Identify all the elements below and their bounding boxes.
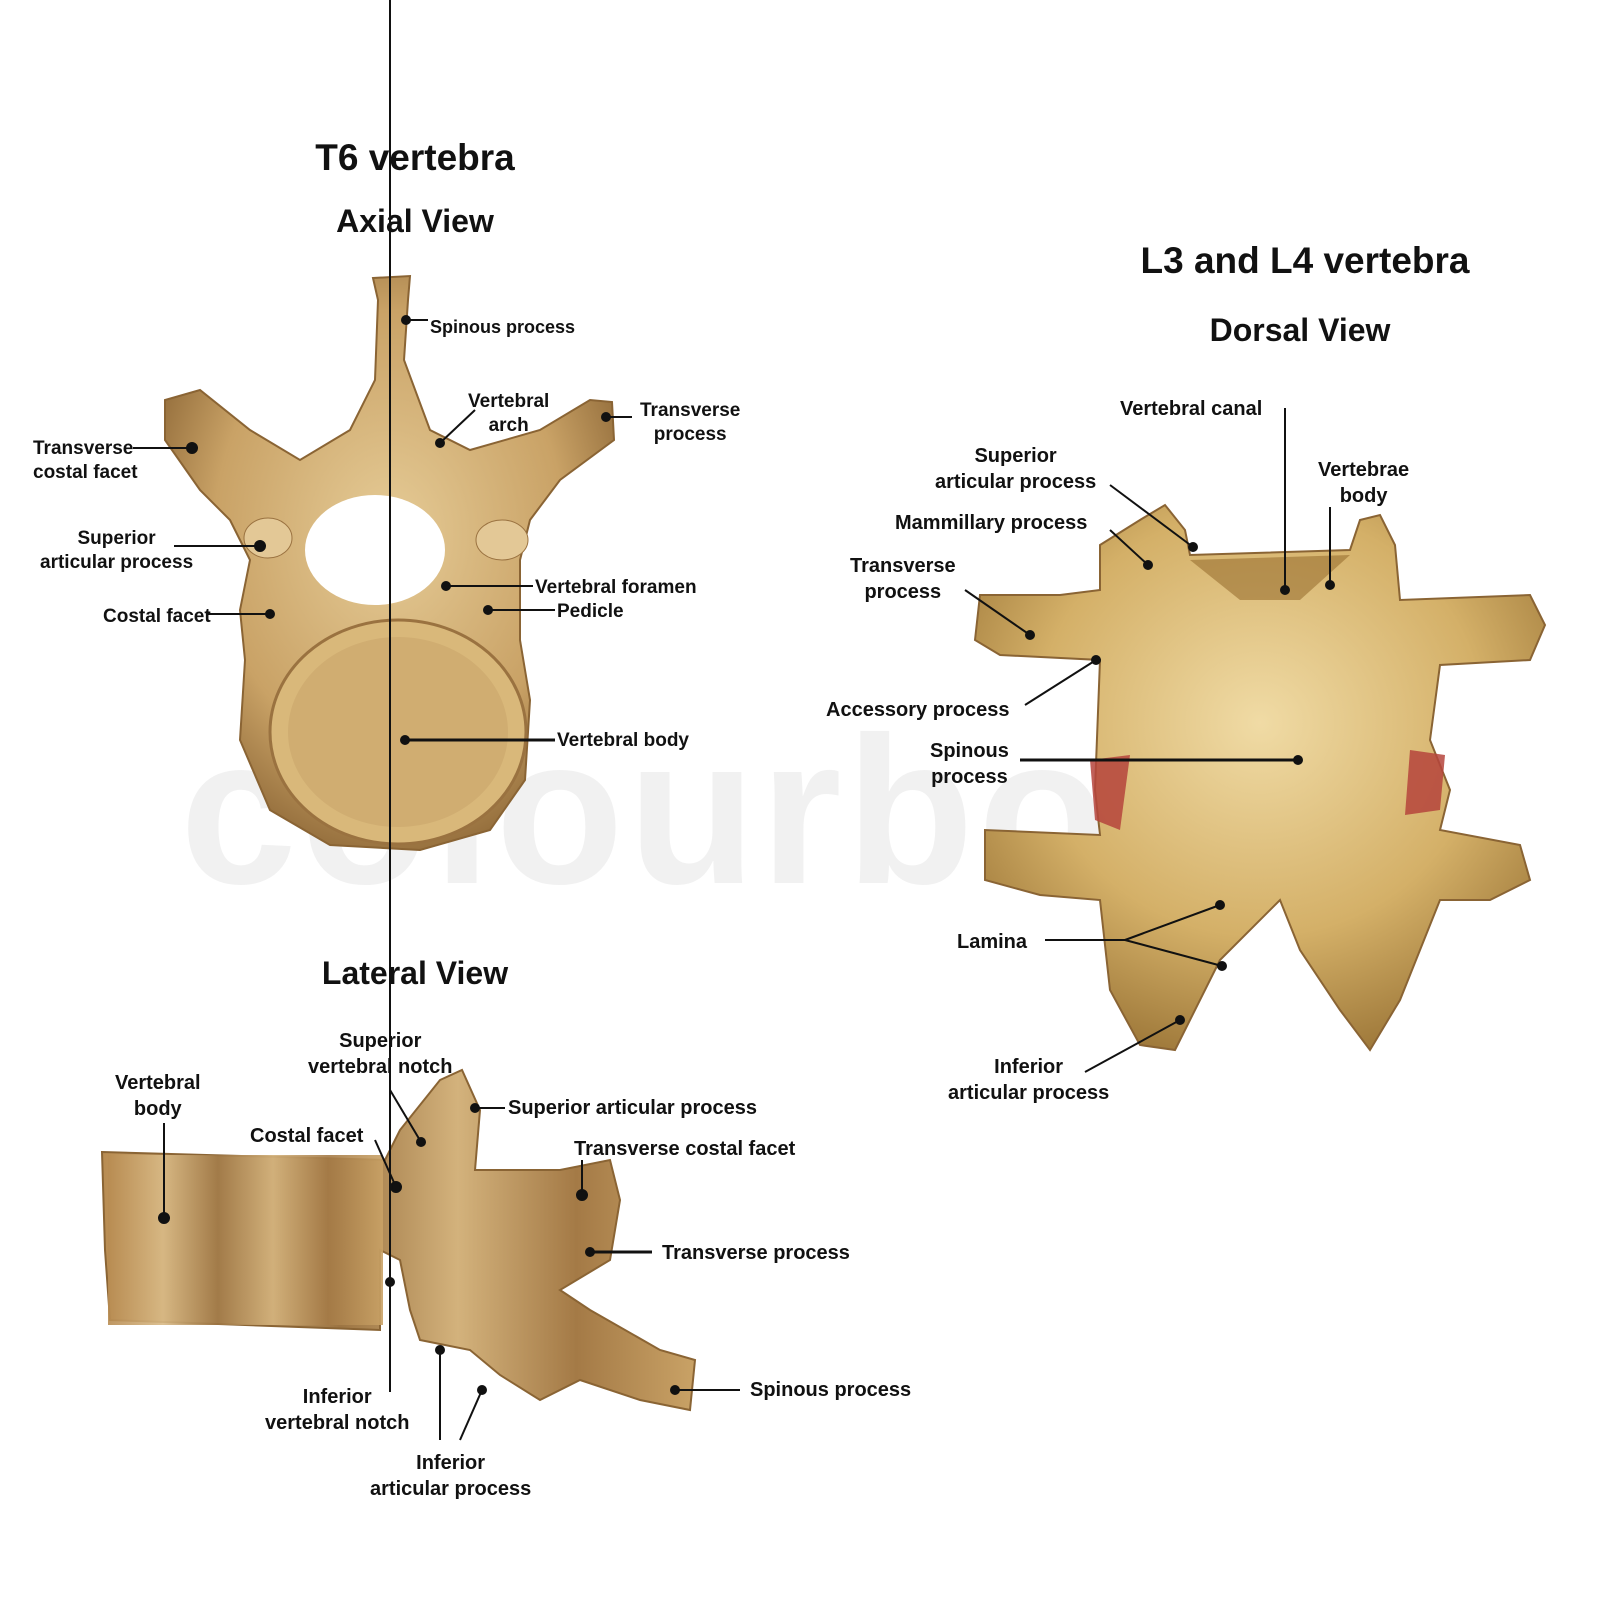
label-axial-superior-articular-process: Superior articular process bbox=[40, 528, 194, 573]
label-axial-pedicle: Pedicle bbox=[557, 601, 624, 622]
label-dorsal-superior-articular-process: Superior articular process bbox=[935, 445, 1097, 493]
label-axial-spinous-process: Spinous process bbox=[430, 317, 576, 337]
label-lateral-superior-articular-process: Superior articular process bbox=[508, 1097, 757, 1119]
lateral-subtitle: Lateral View bbox=[321, 955, 509, 991]
label-dorsal-vertebrae-body: Vertebrae body bbox=[1318, 459, 1410, 507]
label-lateral-inferior-articular-process: Inferior articular process bbox=[370, 1452, 532, 1500]
label-lateral-inferior-vertebral-notch: Inferior vertebral notch bbox=[265, 1386, 410, 1434]
label-dorsal-spinous-process: Spinous process bbox=[930, 740, 1009, 788]
label-axial-transverse-costal-facet: Transverse costal facet bbox=[33, 438, 138, 483]
label-dorsal-lamina: Lamina bbox=[957, 931, 1028, 953]
label-dorsal-transverse-process: Transverse process bbox=[850, 555, 956, 603]
label-axial-costal-facet: Costal facet bbox=[103, 606, 211, 627]
label-dorsal-accessory-process: Accessory process bbox=[826, 699, 1010, 721]
label-lateral-spinous-process: Spinous process bbox=[750, 1379, 912, 1401]
label-axial-transverse-process: Transverse process bbox=[640, 400, 741, 445]
label-axial-vertebral-arch: Vertebral arch bbox=[468, 391, 550, 436]
lateral-vertebra-illustration bbox=[100, 1068, 697, 1412]
label-lateral-costal-facet: Costal facet bbox=[250, 1125, 364, 1147]
label-dorsal-vertebral-canal: Vertebral canal bbox=[1120, 398, 1263, 420]
dorsal-title: L3 and L4 vertebra bbox=[1140, 240, 1470, 281]
label-lateral-transverse-costal-facet: Transverse costal facet bbox=[574, 1138, 796, 1160]
label-lateral-vertebral-body: Vertebral body bbox=[115, 1072, 201, 1120]
label-dorsal-mammillary-process: Mammillary process bbox=[895, 512, 1088, 534]
label-lateral-transverse-process: Transverse process bbox=[662, 1242, 850, 1264]
label-axial-vertebral-body: Vertebral body bbox=[557, 730, 689, 751]
axial-subtitle: Axial View bbox=[336, 203, 494, 239]
label-lateral-superior-vertebral-notch: Superior vertebral notch bbox=[308, 1030, 453, 1078]
label-axial-vertebral-foramen: Vertebral foramen bbox=[535, 577, 697, 598]
dorsal-vertebra-illustration bbox=[973, 503, 1547, 1052]
axial-title: T6 vertebra bbox=[315, 137, 515, 178]
label-dorsal-inferior-articular-process: Inferior articular process bbox=[948, 1056, 1110, 1104]
dorsal-subtitle: Dorsal View bbox=[1209, 312, 1391, 348]
